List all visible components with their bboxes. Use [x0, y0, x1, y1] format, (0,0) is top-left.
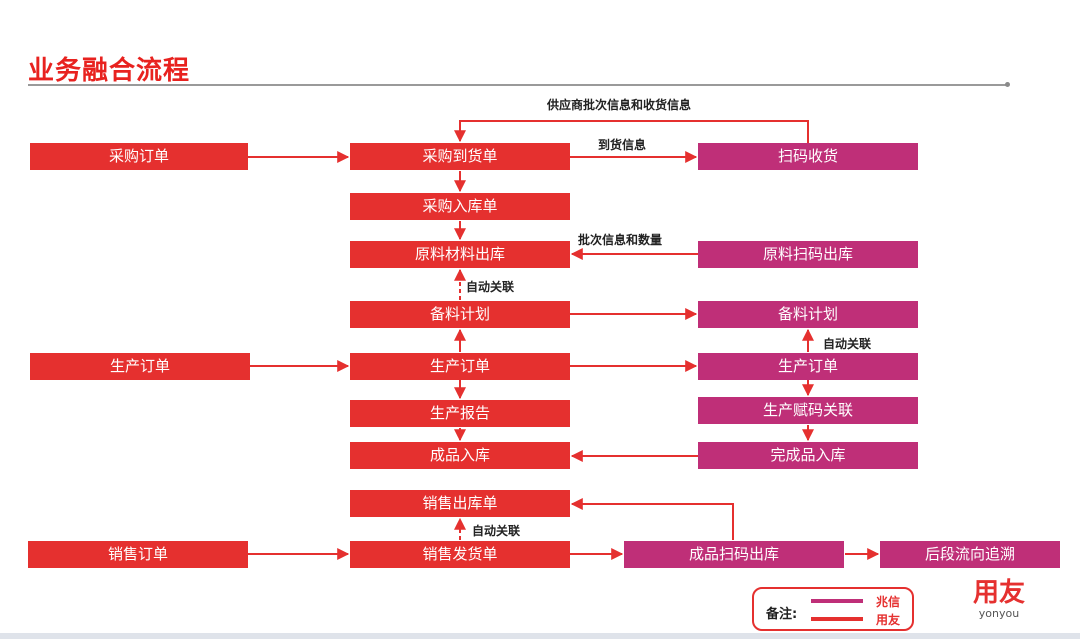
node-xsdd: 销售订单	[28, 541, 248, 568]
node-cgrkd: 采购入库单	[350, 193, 570, 220]
node-cgdd: 采购订单	[30, 143, 248, 170]
node-wcprk: 完成品入库	[698, 442, 918, 469]
node-cgdhd: 采购到货单	[350, 143, 570, 170]
node-cpsmck: 成品扫码出库	[624, 541, 844, 568]
label-arrival-info: 到货信息	[598, 138, 647, 152]
node-scdd-left: 生产订单	[30, 353, 250, 380]
legend-swatch-yonyou	[811, 617, 863, 621]
legend-box: 备注: 兆信 用友	[752, 587, 914, 631]
yonyou-logo: 用友 yonyou	[964, 578, 1034, 620]
legend-label-yonyou: 用友	[876, 613, 901, 627]
arrow-smsh-to-cgdhd-loop	[454, 120, 809, 143]
title-divider-dot	[1005, 82, 1010, 87]
title-divider	[28, 84, 1008, 86]
label-auto-link-2: 自动关联	[823, 337, 872, 351]
node-xsfhd: 销售发货单	[350, 541, 570, 568]
node-ylclck: 原料材料出库	[350, 241, 570, 268]
legend-label-zhaoxin: 兆信	[876, 595, 901, 609]
legend-title: 备注:	[766, 607, 798, 622]
node-cprk: 成品入库	[350, 442, 570, 469]
node-smsh: 扫码收货	[698, 143, 918, 170]
node-xsckd: 销售出库单	[350, 490, 570, 517]
logo-cn: 用友	[972, 578, 1025, 608]
node-scdd-right: 生产订单	[698, 353, 918, 380]
bottom-bar	[0, 633, 1080, 639]
node-scfmgl: 生产赋码关联	[698, 397, 918, 424]
node-scbg: 生产报告	[350, 400, 570, 427]
logo-en: yonyou	[978, 607, 1020, 620]
label-auto-link-3: 自动关联	[472, 524, 521, 538]
page-title: 业务融合流程	[28, 56, 191, 86]
node-ylsmck: 原料扫码出库	[698, 241, 918, 268]
node-blsj-right: 备料计划	[698, 301, 918, 328]
label-batch-qty: 批次信息和数量	[578, 233, 663, 247]
node-hdlxzs: 后段流向追溯	[880, 541, 1060, 568]
node-blsj-left: 备料计划	[350, 301, 570, 328]
label-auto-link-1: 自动关联	[466, 280, 515, 294]
label-supplier-info: 供应商批次信息和收货信息	[547, 98, 692, 112]
legend-swatch-zhaoxin	[811, 599, 863, 603]
node-scdd-mid: 生产订单	[350, 353, 570, 380]
arrow-cpsmck-to-xsckd	[570, 498, 734, 540]
